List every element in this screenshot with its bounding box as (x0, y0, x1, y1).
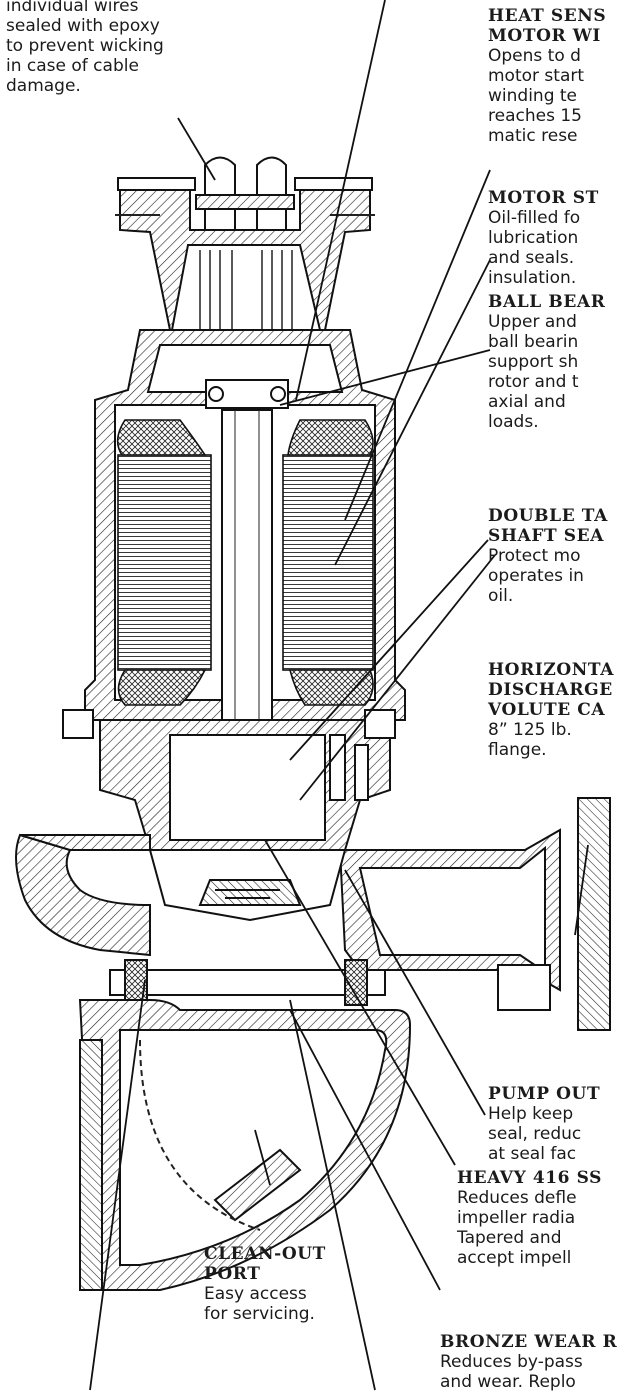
seal-housing (62, 709, 396, 851)
callout-line: winding te (488, 86, 578, 106)
callout-heading: BALL BEAR (488, 292, 606, 312)
stator-windings (116, 419, 374, 706)
callout-heading: HEAVY 416 SS (457, 1168, 603, 1188)
callout-line: support sh (488, 352, 579, 372)
callout-line: motor start (488, 66, 585, 86)
callout-line: Easy access (204, 1284, 307, 1304)
callout-heading: VOLUTE CA (488, 700, 606, 720)
callout-line: rotor and t (488, 372, 579, 392)
callout-line: loads. (488, 412, 539, 432)
callout-wires: individual wires sealed with epoxy to pr… (6, 0, 164, 96)
callout-line: for servicing. (204, 1304, 315, 1324)
callout-heading: SHAFT SEA (488, 526, 604, 546)
callout-line: damage. (6, 76, 81, 96)
callout-line: at seal fac (488, 1144, 577, 1164)
callout-shaft: HEAVY 416 SS Reduces defle impeller radi… (457, 1168, 602, 1268)
callout-clean-out-port: CLEAN-OUT PORT Easy access for servicing… (204, 1244, 326, 1324)
callout-line: sealed with epoxy (6, 16, 160, 36)
callout-heading: PUMP OUT (488, 1084, 601, 1104)
power-cable (195, 156, 295, 231)
callout-line: operates in (488, 566, 584, 586)
callout-heading: CLEAN-OUT (204, 1244, 326, 1264)
callout-line: Protect mo (488, 546, 581, 566)
callout-line: oil. (488, 586, 514, 606)
callout-line: and seals. (488, 248, 575, 268)
callout-line: Help keep (488, 1104, 574, 1124)
callout-heading: BRONZE WEAR R (440, 1332, 618, 1352)
callout-line: Reduces by-pass (440, 1352, 583, 1372)
callout-line: flange. (488, 740, 547, 760)
impeller (198, 879, 302, 906)
callout-heading: MOTOR WI (488, 26, 601, 46)
callout-line: 8” 125 lb. (488, 720, 572, 740)
callout-heading: HEAT SENS (488, 6, 607, 26)
callout-line: accept impell (457, 1248, 572, 1268)
callout-line: and wear. Replo (440, 1372, 576, 1392)
callout-heading: DOUBLE TA (488, 506, 608, 526)
callout-line: in case of cable (6, 56, 139, 76)
callout-line: Oil-filled fo (488, 208, 581, 228)
callout-line: impeller radia (457, 1208, 576, 1228)
callout-line: seal, reduc (488, 1124, 582, 1144)
callout-line: axial and (488, 392, 566, 412)
callout-line: Opens to d (488, 46, 581, 66)
callout-heading: HORIZONTA (488, 660, 615, 680)
leader-lines (89, 0, 589, 1391)
callout-line: reaches 15 (488, 106, 582, 126)
callout-line: Tapered and (457, 1228, 562, 1248)
callout-heading: MOTOR ST (488, 188, 599, 208)
callout-heading: DISCHARGE (488, 680, 613, 700)
callout-line: individual wires (6, 0, 139, 16)
callout-heading: PORT (204, 1264, 261, 1284)
callout-line: ball bearin (488, 332, 579, 352)
callout-pump-out: PUMP OUT Help keep seal, reduc at seal f… (488, 1084, 600, 1164)
callout-line: to prevent wicking (6, 36, 164, 56)
callout-heat-sensors: HEAT SENS MOTOR WI Opens to d motor star… (488, 6, 606, 146)
callout-line: matic rese (488, 126, 578, 146)
callout-motor-stator: MOTOR ST Oil-filled fo lubrication and s… (488, 188, 599, 288)
callout-shaft-seals: DOUBLE TA SHAFT SEA Protect mo operates … (488, 506, 608, 606)
callout-line: lubrication (488, 228, 579, 248)
callout-line: Reduces defle (457, 1188, 577, 1208)
callout-ball-bearings: BALL BEAR Upper and ball bearin support … (488, 292, 605, 432)
callout-wear-ring: BRONZE WEAR R Reduces by-pass and wear. … (440, 1332, 617, 1392)
callout-line: insulation. (488, 268, 577, 288)
suction-elbow (78, 999, 412, 1291)
cable-cap (115, 177, 375, 331)
volute-casing (15, 797, 611, 1031)
callout-line: Upper and (488, 312, 577, 332)
callout-discharge: HORIZONTA DISCHARGE VOLUTE CA 8” 125 lb.… (488, 660, 614, 760)
